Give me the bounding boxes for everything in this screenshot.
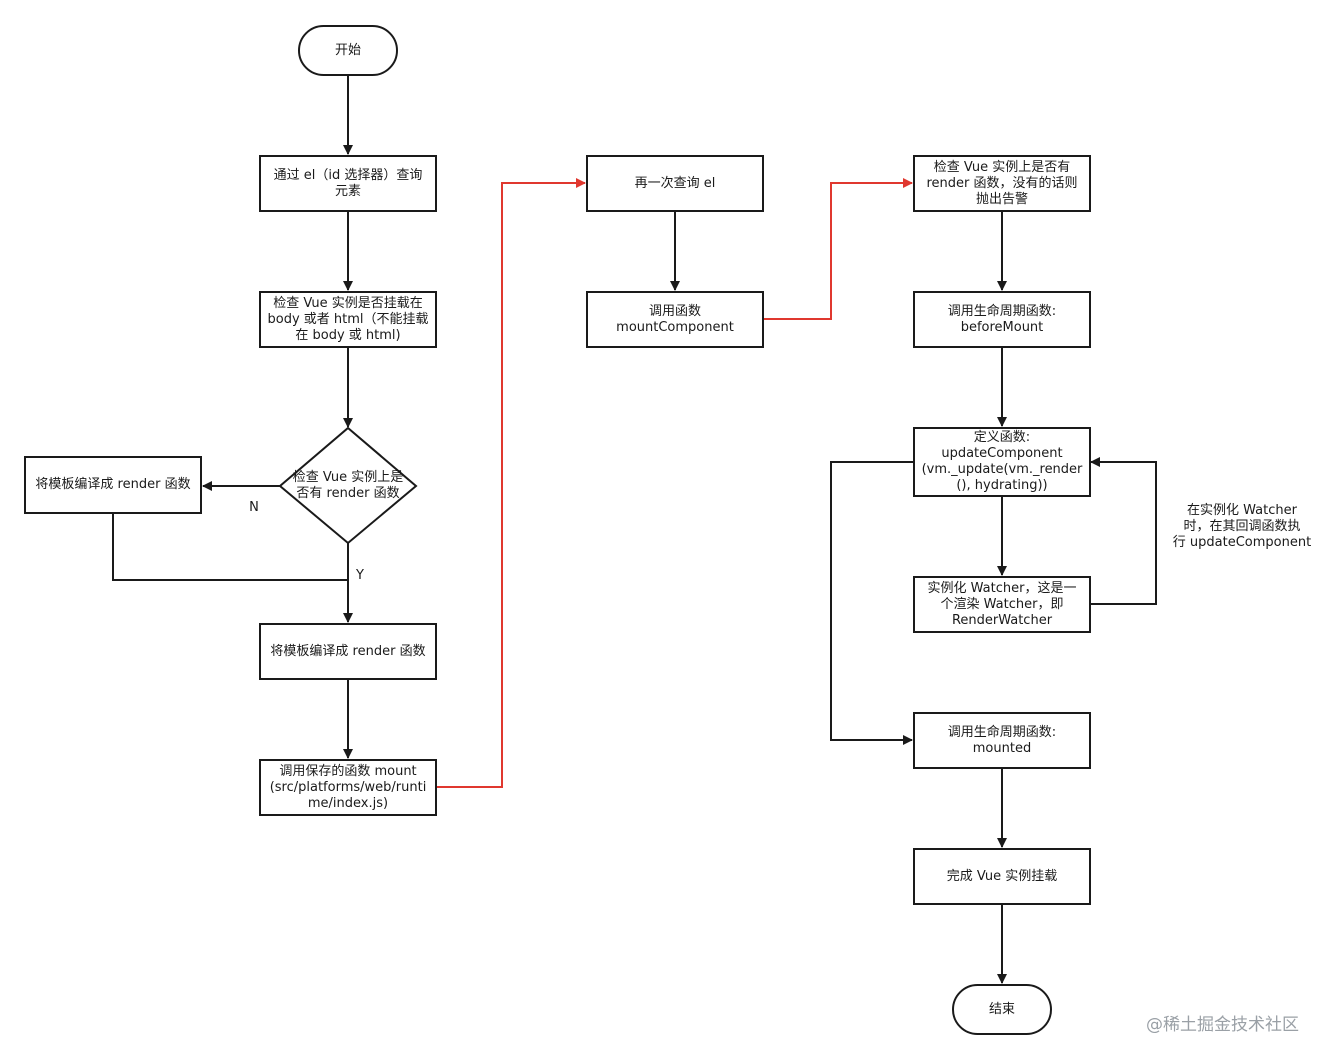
end-node: 结束 [952, 984, 1052, 1035]
decision-render-text: 检查 Vue 实例上是 否有 render 函数 [292, 470, 404, 501]
call-mountComponent-node: 调用函数 mountComponent [586, 291, 764, 348]
watcher-node: 实例化 Watcher，这是一 个渲染 Watcher，即 RenderWatc… [913, 576, 1091, 633]
check-body-html-node: 检查 Vue 实例是否挂载在 body 或者 html（不能挂载 在 body … [259, 291, 437, 348]
requery-el-node: 再一次查询 el [586, 155, 764, 212]
watcher-callback-note: 在实例化 Watcher 时，在其回调函数执 行 updateComponent [1172, 503, 1312, 550]
edge-watcher-callback-loop [1090, 457, 1157, 605]
define-updateComponent-node: 定义函数: updateComponent (vm._update(vm._re… [913, 427, 1091, 497]
call-mount-node: 调用保存的函数 mount (src/platforms/web/runti m… [259, 759, 437, 816]
compile-main-node: 将模板编译成 render 函数 [259, 623, 437, 680]
check-render-warn-node: 检查 Vue 实例上是否有 render 函数，没有的话则 抛出告警 [913, 155, 1091, 212]
no-label: N [249, 500, 259, 515]
mounted-node: 调用生命周期函数: mounted [913, 712, 1091, 769]
compile-left-node: 将模板编译成 render 函数 [24, 456, 202, 514]
start-node: 开始 [298, 25, 398, 76]
beforeMount-node: 调用生命周期函数: beforeMount [913, 291, 1091, 348]
decision-diamond [278, 426, 418, 545]
watermark: @稀土掘金技术社区 [1146, 1015, 1299, 1035]
edge-define-to-mounted [830, 461, 913, 745]
edge-mount-to-requery [437, 178, 586, 788]
query-el-node: 通过 el（id 选择器）查询 元素 [259, 155, 437, 212]
complete-node: 完成 Vue 实例挂载 [913, 848, 1091, 905]
edge-mountComponent-to-check [764, 178, 913, 320]
edge-compile-left-rejoin [112, 514, 348, 581]
yes-label: Y [356, 568, 364, 583]
